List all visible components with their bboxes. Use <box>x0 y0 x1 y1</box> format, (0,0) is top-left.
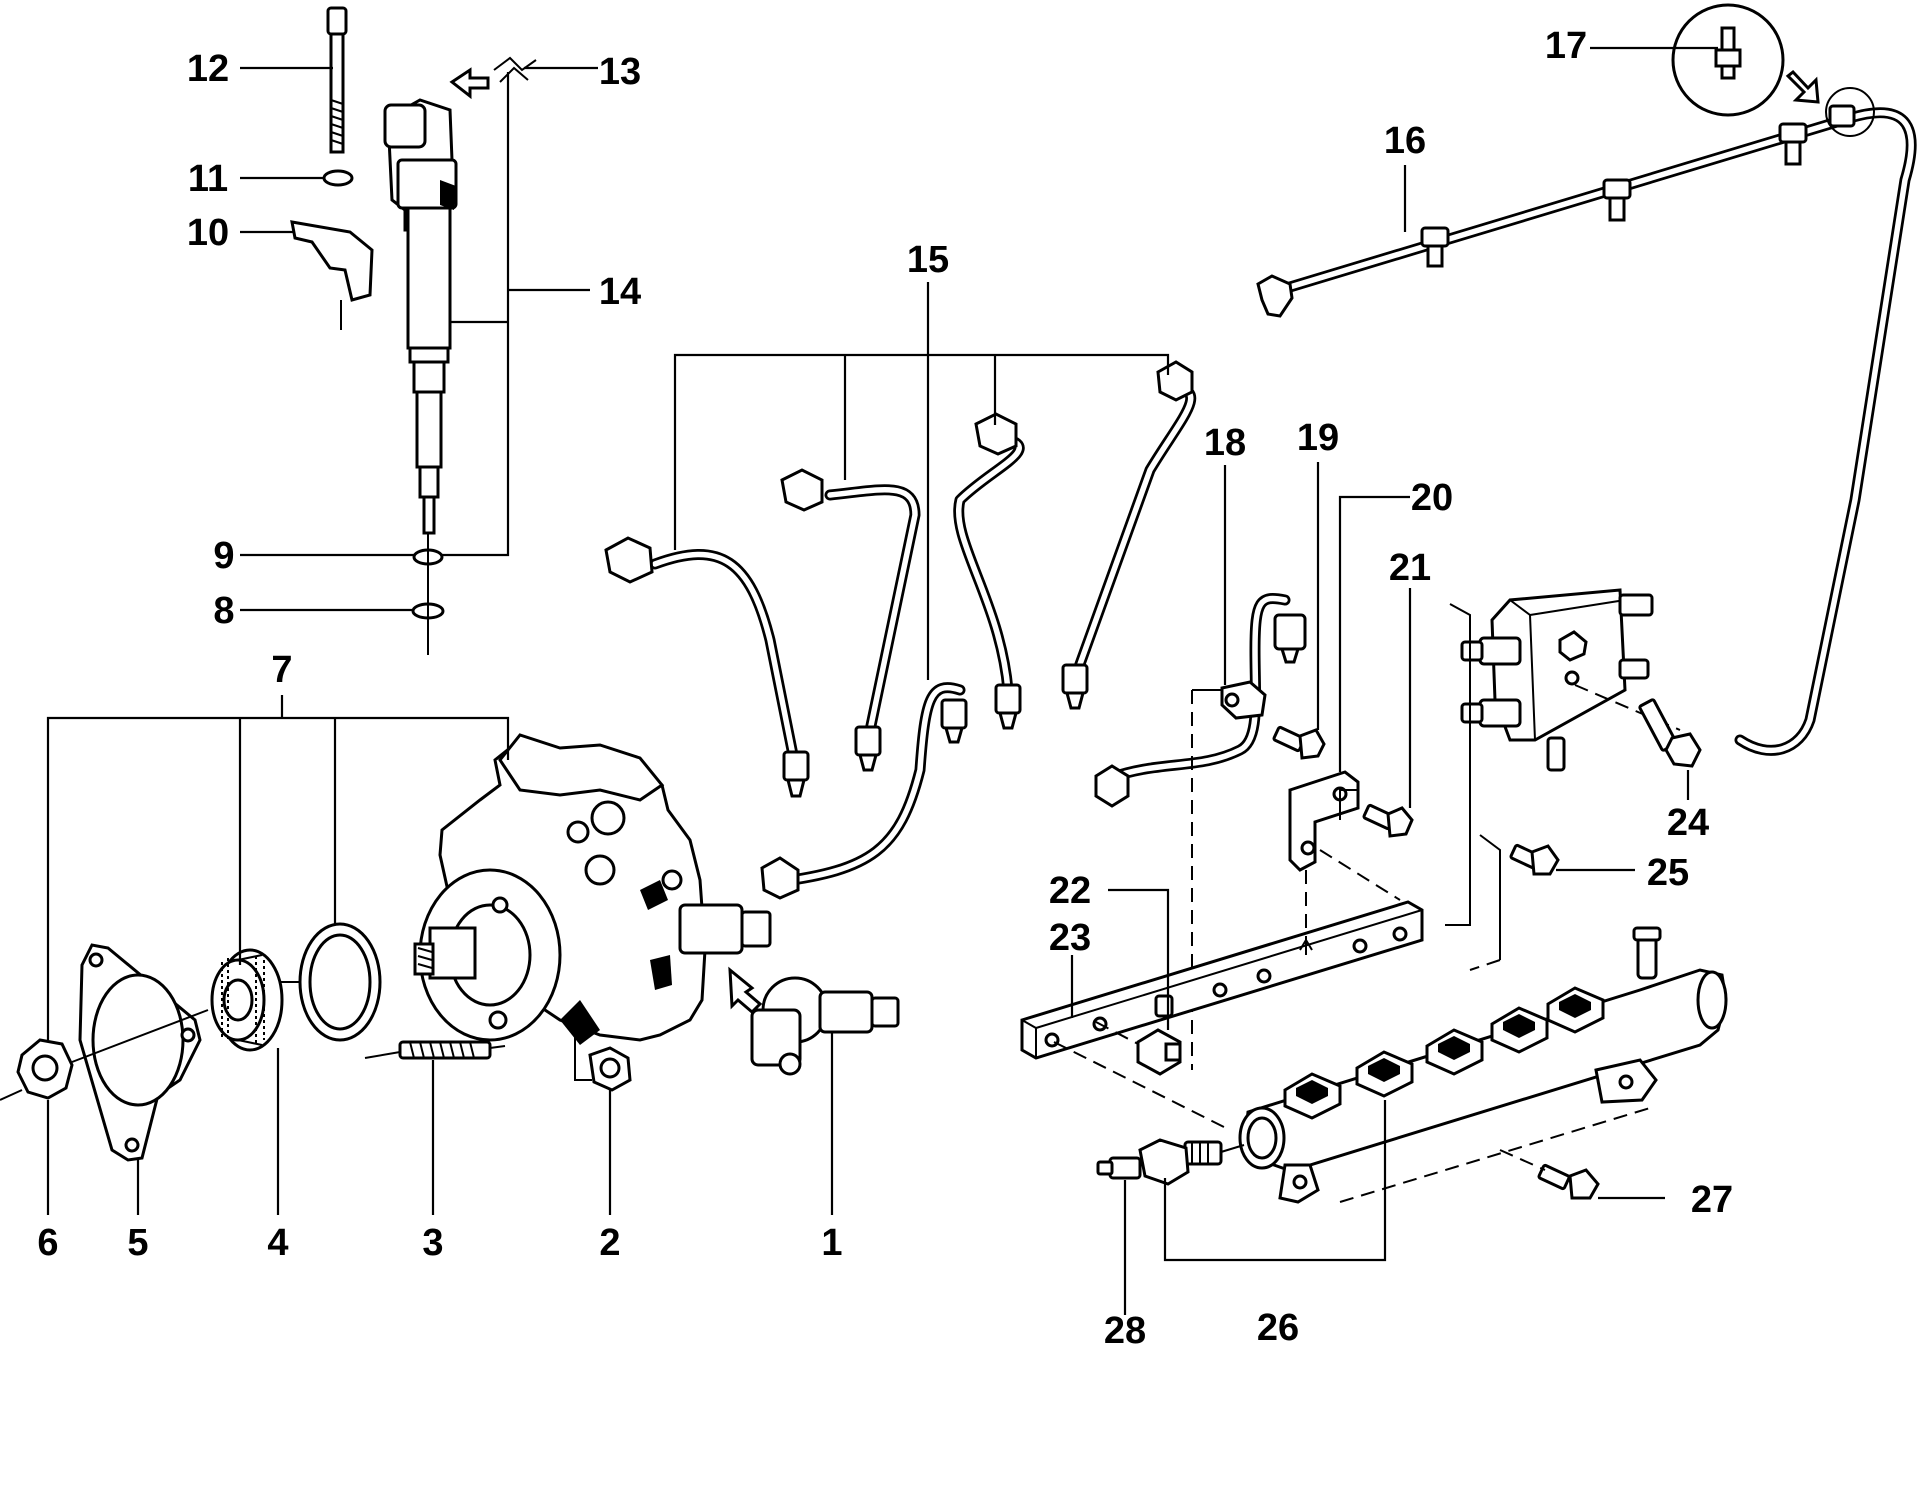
callout-15: 15 <box>907 239 949 281</box>
return-line-part-16 <box>1256 104 1917 756</box>
callout-28: 28 <box>1104 1310 1146 1352</box>
bracket-part-20 <box>1288 770 1360 872</box>
bolt-part-12 <box>326 6 348 154</box>
callout-11: 11 <box>188 158 228 200</box>
detail-callout-part-17 <box>1671 3 1875 137</box>
valve-part-1 <box>750 976 900 1076</box>
gear-part-4 <box>210 948 284 1052</box>
clamp-part-10 <box>290 220 374 302</box>
fuel-rail-part-26 <box>1238 926 1728 1204</box>
arrow-indicator <box>1785 69 1820 104</box>
arrow-indicator <box>728 966 763 1015</box>
arrow-indicator <box>449 67 490 100</box>
bolt-part-21 <box>1362 803 1414 838</box>
rail-ports <box>1283 986 1605 1120</box>
bolt-part-24 <box>1638 698 1702 768</box>
injector-part-14 <box>383 98 458 535</box>
callout-19: 19 <box>1297 417 1339 459</box>
nut-part-6 <box>16 1038 74 1100</box>
bolt-part-27 <box>1537 1163 1600 1200</box>
callout-16: 16 <box>1384 120 1426 162</box>
clip-part-13 <box>493 56 537 83</box>
callout-3: 3 <box>422 1222 443 1264</box>
callout-2: 2 <box>599 1222 620 1264</box>
callout-8: 8 <box>213 590 234 632</box>
callout-23: 23 <box>1049 917 1091 959</box>
fuel-line-part-18 <box>1094 592 1307 808</box>
callout-26: 26 <box>1257 1307 1299 1349</box>
callout-22: 22 <box>1049 870 1091 912</box>
seal-ring <box>268 922 382 1042</box>
callout-12: 12 <box>187 48 229 90</box>
bolt-part-25 <box>1509 843 1560 876</box>
callout-20: 20 <box>1411 477 1453 519</box>
injector-assembly <box>290 6 537 655</box>
valve-block <box>1460 588 1654 772</box>
callout-24: 24 <box>1667 802 1709 844</box>
callout-18: 18 <box>1204 422 1246 464</box>
callout-labels: 1 2 3 4 5 6 7 8 9 10 11 12 13 14 15 16 1… <box>37 25 1733 1352</box>
stud-part-3 <box>364 1040 506 1060</box>
injection-lines-part-15 <box>604 360 1197 900</box>
callout-14: 14 <box>599 271 641 313</box>
callout-13: 13 <box>599 51 641 93</box>
callout-21: 21 <box>1389 547 1431 589</box>
callout-7: 7 <box>271 649 292 691</box>
callout-25: 25 <box>1647 852 1689 894</box>
callout-5: 5 <box>127 1222 148 1264</box>
pump-assembly <box>413 733 772 1045</box>
callout-27: 27 <box>1691 1179 1733 1221</box>
callout-9: 9 <box>213 535 234 577</box>
leader-lines <box>46 46 1718 1315</box>
bolt-part-19 <box>1272 725 1326 760</box>
sensor-part-22 <box>1136 1028 1182 1076</box>
washer-part-11 <box>322 169 354 187</box>
callout-6: 6 <box>37 1222 58 1264</box>
gasket-part-5 <box>78 943 202 1162</box>
callout-1: 1 <box>821 1222 842 1264</box>
pressure-sensor-part-28 <box>1096 1138 1223 1186</box>
callout-4: 4 <box>267 1222 288 1264</box>
nut-part-2 <box>588 1046 632 1092</box>
callout-17: 17 <box>1545 25 1587 67</box>
callout-10: 10 <box>187 212 229 254</box>
